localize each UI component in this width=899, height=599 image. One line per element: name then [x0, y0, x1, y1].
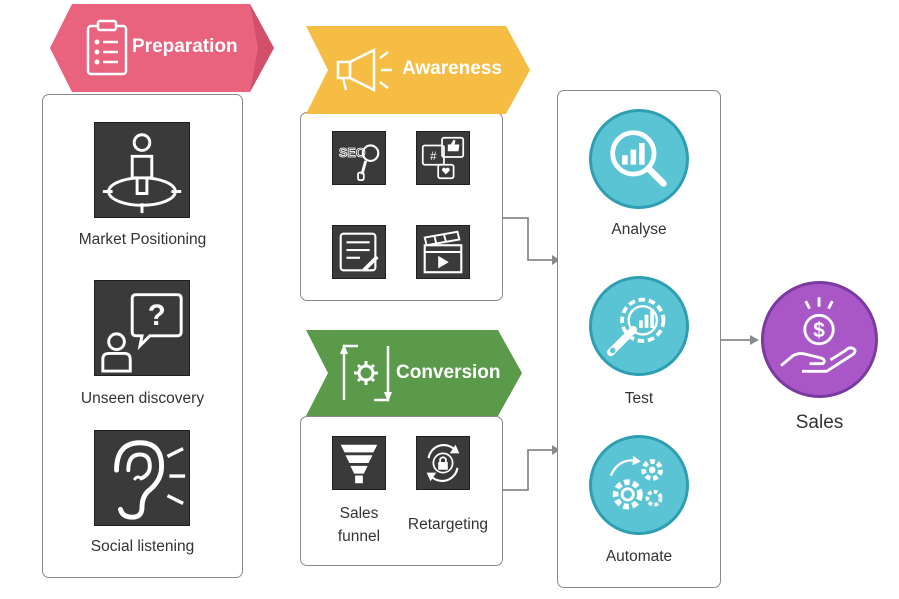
- preparation-banner: Preparation: [50, 4, 274, 92]
- awareness-panel: [300, 112, 503, 301]
- conversion-to-optimize-connector: [502, 449, 552, 491]
- conversion-cycle-icon: [338, 342, 394, 404]
- seo-icon: SEO: [339, 144, 380, 182]
- hand-dollar-icon: $: [780, 297, 857, 373]
- content-writing-icon: [339, 232, 379, 272]
- content-writing-tile: [332, 225, 386, 279]
- person-question-icon: ?: [101, 293, 183, 373]
- test-circle: [589, 276, 689, 376]
- sales-funnel-tile: [332, 436, 386, 490]
- wrench-gear-chart-icon: [607, 297, 666, 357]
- analytics-magnifier-icon: [610, 130, 667, 187]
- sales-arrowhead: [750, 335, 759, 345]
- analyse-label: Analyse: [611, 221, 667, 238]
- automate-label: Automate: [605, 548, 673, 565]
- retargeting-icon: [426, 444, 460, 482]
- sales-circle: $: [761, 281, 878, 398]
- svg-text:#: #: [430, 151, 437, 163]
- sales-funnel-label-line1: Sales: [339, 505, 379, 522]
- video-clapper-icon: [423, 230, 463, 274]
- awareness-title: Awareness: [402, 58, 502, 79]
- conversion-arrowhead: [552, 445, 560, 455]
- market-positioning-tile: [94, 122, 190, 218]
- awareness-banner: Awareness: [306, 26, 530, 114]
- clipboard-icon: [84, 18, 130, 76]
- social-listening-label: Social listening: [90, 538, 195, 555]
- retargeting-tile: [416, 436, 470, 490]
- retargeting-label: Retargeting: [407, 516, 489, 533]
- seo-tile: SEO: [332, 131, 386, 185]
- sales-label: Sales: [795, 412, 844, 433]
- awareness-arrowhead: [552, 255, 560, 265]
- gears-icon: [609, 455, 663, 510]
- preparation-title: Preparation: [132, 36, 238, 57]
- unseen-discovery-tile: ?: [94, 280, 190, 376]
- funnel-icon: [340, 444, 378, 484]
- social-media-icon: #: [421, 136, 465, 180]
- svg-text:?: ?: [148, 299, 166, 332]
- conversion-banner: Conversion: [306, 330, 522, 416]
- analyse-circle: [589, 109, 689, 209]
- test-label: Test: [624, 390, 654, 407]
- sales-funnel-label-line2: funnel: [337, 528, 381, 545]
- conversion-title: Conversion: [396, 362, 501, 383]
- market-positioning-label: Market Positioning: [78, 231, 207, 248]
- svg-text:$: $: [813, 319, 825, 342]
- person-target-icon: [102, 133, 182, 214]
- ear-icon: [114, 440, 186, 520]
- awareness-to-optimize-connector: [502, 217, 552, 261]
- unseen-discovery-label: Unseen discovery: [80, 390, 205, 407]
- social-listening-tile: [94, 430, 190, 526]
- social-media-tile: #: [416, 131, 470, 185]
- automate-circle: [589, 435, 689, 535]
- megaphone-icon: [334, 46, 398, 94]
- video-tile: [416, 225, 470, 279]
- svg-text:SEO: SEO: [339, 146, 366, 160]
